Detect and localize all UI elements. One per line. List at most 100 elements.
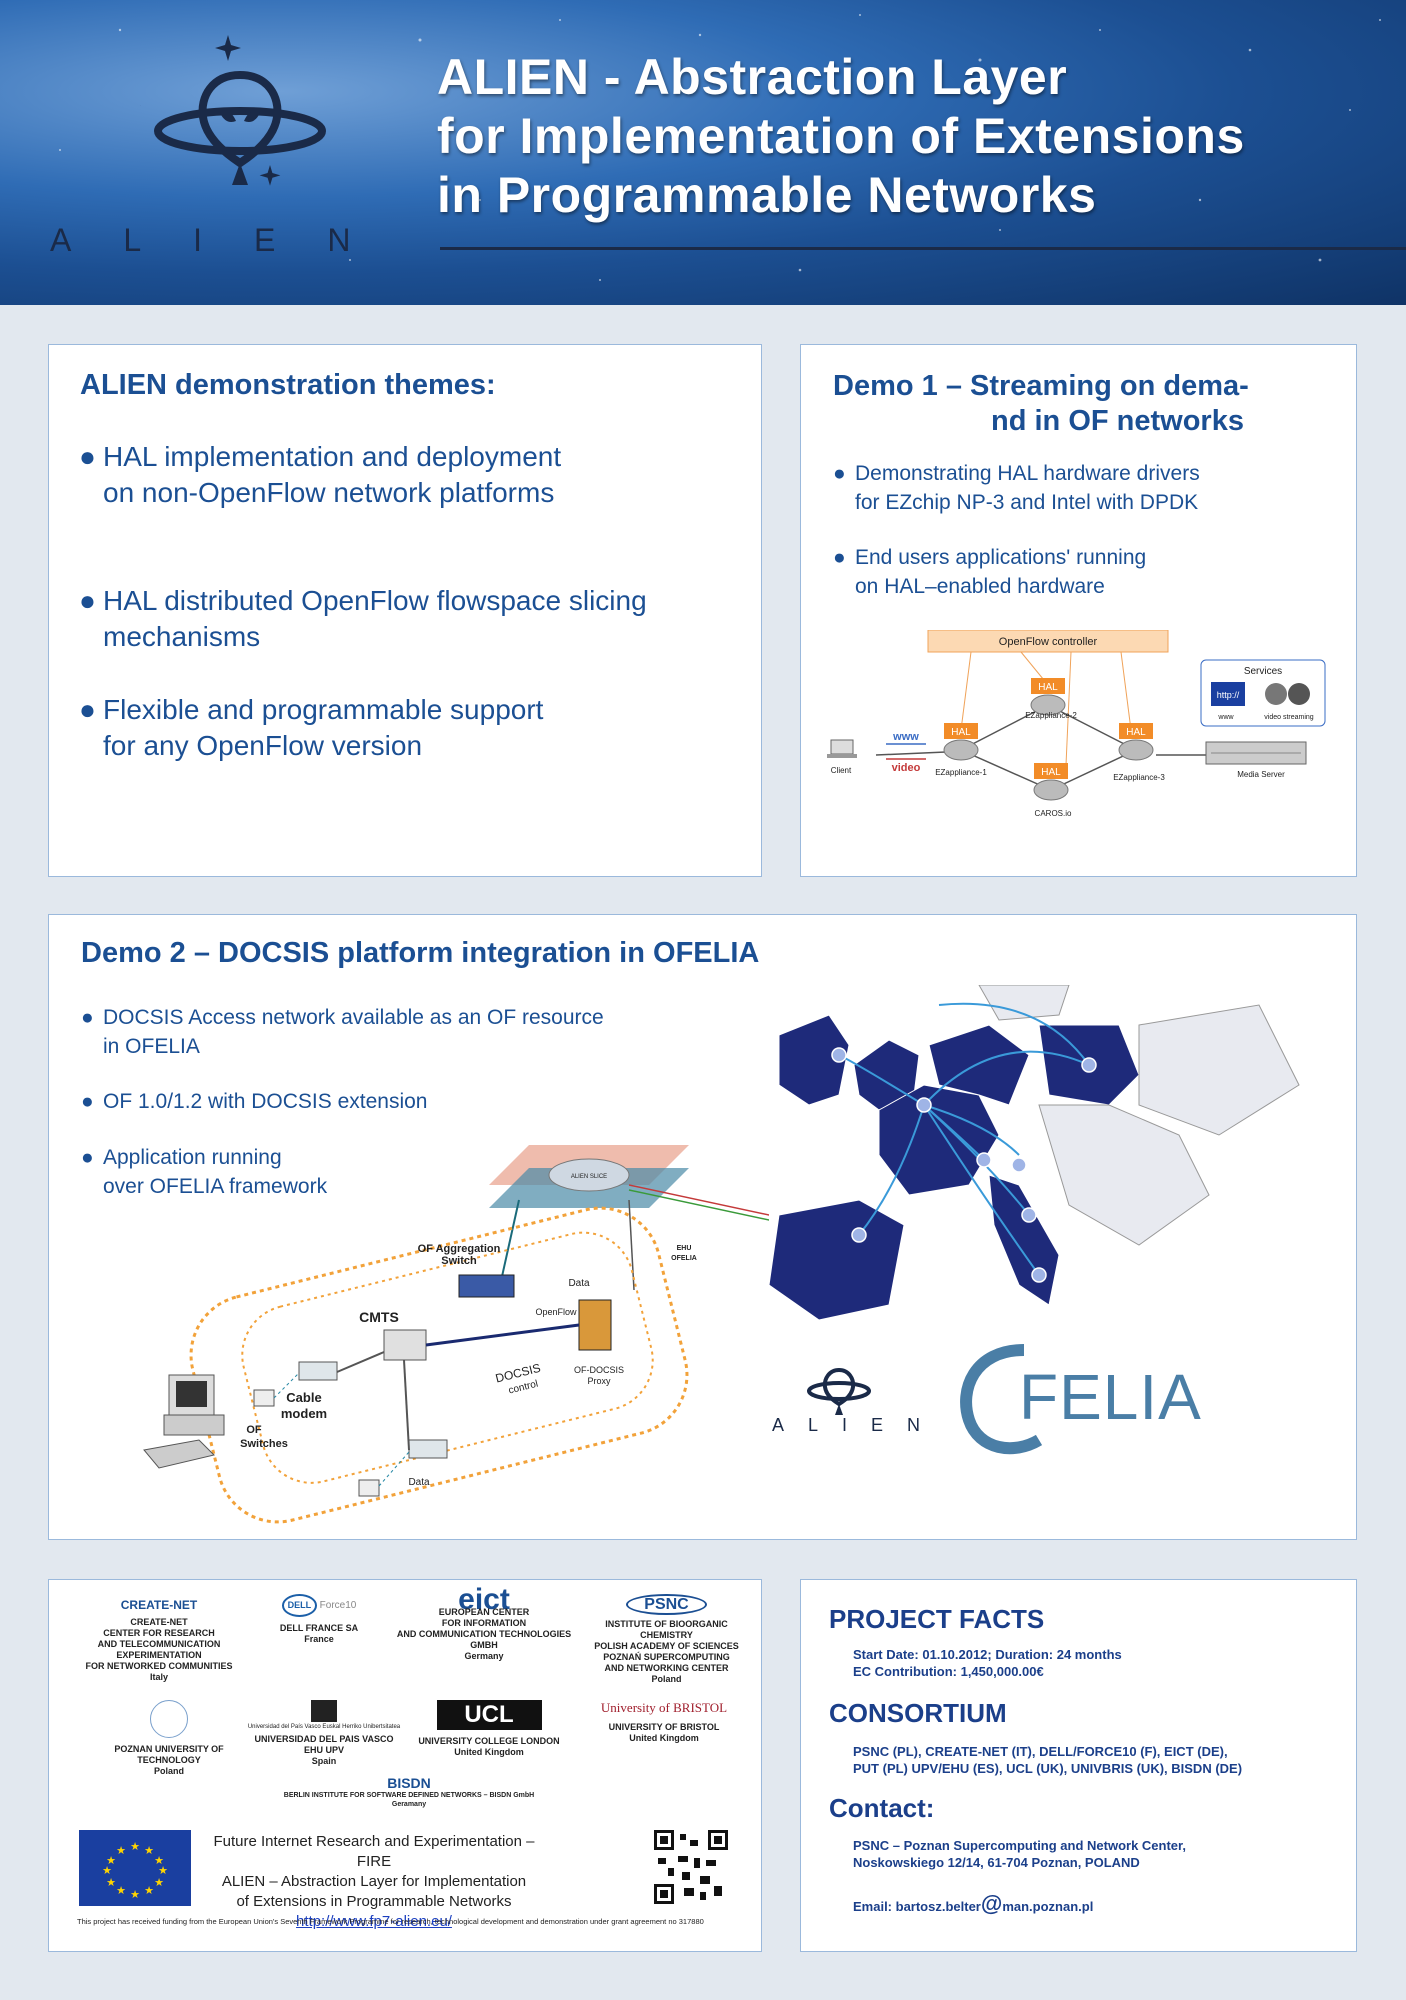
cable-modem-label: Cable (286, 1390, 321, 1405)
qr-code-icon (654, 1830, 728, 1904)
contact-heading: Contact: (829, 1793, 935, 1823)
svg-text:★: ★ (116, 1844, 126, 1857)
svg-text:★: ★ (106, 1854, 116, 1867)
cable-modem-icon (298, 1361, 338, 1381)
title-line-2: for Implementation of Extensions (437, 108, 1245, 164)
alien-small-logo-icon (807, 1367, 871, 1415)
cmts-label: CMTS (359, 1309, 399, 1325)
title-divider (440, 247, 1406, 250)
bullet-dot-icon: ● (79, 694, 96, 725)
cable-modem-label-2: modem (281, 1406, 327, 1421)
agg-switch-label-2: Switch (441, 1255, 477, 1267)
ucl-logo: UCL (436, 1700, 542, 1730)
dell-logo: DELL (281, 1594, 318, 1617)
video-flow-label: video (892, 762, 921, 774)
demo2-bullet-2: ● OF 1.0/1.2 with DOCSIS extension (81, 1087, 427, 1116)
themes-heading: ALIEN demonstration themes: (80, 369, 496, 401)
docsis-network-diagram: ALIEN SLICE EHU OFELIA OF Aggregation Sw… (143, 1145, 769, 1524)
partner-bristol: University of BRISTOL UNIVERSITY OF BRIS… (579, 1700, 749, 1744)
www-flow-label: www (892, 731, 919, 743)
node-label: EZappliance-3 (1113, 773, 1165, 782)
project-facts-panel: PROJECT FACTS Start Date: 01.10.2012; Du… (800, 1579, 1357, 1952)
title-line-1: ALIEN - Abstraction Layer (437, 49, 1068, 105)
demo1-panel: Demo 1 – Streaming on dema- nd in OF net… (800, 344, 1357, 877)
ofelia-logo-text: FELIA (1019, 1361, 1202, 1433)
project-facts-text: Start Date: 01.10.2012; Duration: 24 mon… (853, 1647, 1122, 1679)
switch-icon (358, 1479, 380, 1497)
consortium-heading: CONSORTIUM (829, 1698, 1007, 1728)
of-switches-label-2: Switches (240, 1438, 288, 1450)
hal-badges (944, 678, 1153, 779)
svg-text:★: ★ (154, 1876, 164, 1889)
data-label-2: Data (408, 1477, 430, 1488)
hal-label: HAL (951, 727, 971, 738)
agg-switch-label: OF Aggregation (418, 1243, 501, 1255)
slice-label: ALIEN SLICE (571, 1174, 607, 1180)
hal-label: HAL (1038, 682, 1058, 693)
bristol-logo: University of BRISTOL (600, 1700, 728, 1715)
title-line-3: in Programmable Networks (437, 167, 1097, 223)
partner-ehu: Universidad del País Vasco Euskal Herrik… (244, 1700, 404, 1767)
desktop-computer-icon (143, 1374, 225, 1469)
bullet-dot-icon: ● (81, 1006, 94, 1029)
europe-map (768, 985, 1300, 1321)
alien-small-logo-text: ALIEN (772, 1415, 945, 1435)
service-www-label: www (1217, 714, 1234, 721)
eu-flag-icon: ★★★★ ★★★★ ★★★★ (79, 1830, 191, 1906)
bullet-dot-icon: ● (79, 585, 96, 616)
data-label: Data (568, 1278, 590, 1289)
node-label: EZappliance-2 (1025, 711, 1077, 720)
put-seal-icon (150, 1700, 188, 1738)
cable-modem-icon (408, 1439, 448, 1459)
openflow-label: OpenFlow (535, 1307, 577, 1317)
alien-logo-text: ALIEN (50, 222, 403, 258)
svg-text:★: ★ (144, 1884, 154, 1897)
demo2-bullet-1: ● DOCSIS Access network available as an … (81, 1003, 604, 1061)
contact-email[interactable]: Email: bartosz.belter@man.poznan.pl (853, 1891, 1094, 1916)
svg-text:★: ★ (144, 1844, 154, 1857)
poster-header: ALIEN ALIEN - Abstraction Layer for Impl… (0, 0, 1406, 305)
svg-text:★: ★ (154, 1854, 164, 1867)
demo1-heading: Demo 1 – Streaming on dema- nd in OF net… (833, 370, 1249, 437)
funding-note: This project has received funding from t… (77, 1917, 704, 1926)
proxy-label-2: Proxy (587, 1376, 611, 1386)
bullet-dot-icon: ● (833, 546, 846, 569)
http-icon (1211, 682, 1245, 706)
bullet-dot-icon: ● (81, 1090, 94, 1113)
cmts-icon (383, 1329, 427, 1361)
openflow-controller-box (927, 630, 1169, 653)
controller-label: OpenFlow controller (999, 636, 1098, 648)
svg-text:★: ★ (130, 1840, 140, 1853)
eict-logo: eict (458, 1583, 510, 1616)
hal-label: HAL (1041, 767, 1061, 778)
node-label: CAROS.io (1035, 809, 1072, 818)
laptop-icon (827, 739, 857, 758)
svg-text:★: ★ (116, 1884, 126, 1897)
project-facts-heading: PROJECT FACTS (829, 1604, 1045, 1634)
svg-text:http://: http:// (1217, 690, 1240, 700)
demo2-heading: Demo 2 – DOCSIS platform integration in … (81, 937, 760, 969)
ehu-logo-icon (311, 1700, 337, 1722)
services-box (1200, 659, 1326, 727)
project-url-link[interactable]: http://www.fp7-alien.eu/ (296, 1913, 452, 1930)
svg-text:★: ★ (130, 1888, 140, 1901)
fire-description: Future Internet Research and Experimenta… (199, 1832, 549, 1932)
bisdn-logo: BISDN (387, 1775, 431, 1791)
node-markers (831, 1047, 1097, 1283)
switch-icon (253, 1389, 275, 1407)
film-reel-icon (1265, 683, 1310, 705)
services-label: Services (1244, 666, 1282, 677)
bullet-dot-icon: ● (79, 441, 96, 472)
router-icon (943, 694, 1154, 801)
demo1-network-diagram: OpenFlow controller HAL HAL HAL HAL EZ (827, 630, 1326, 818)
service-video-label: video streaming (1264, 714, 1314, 721)
psnc-logo: PSNC (626, 1594, 707, 1615)
